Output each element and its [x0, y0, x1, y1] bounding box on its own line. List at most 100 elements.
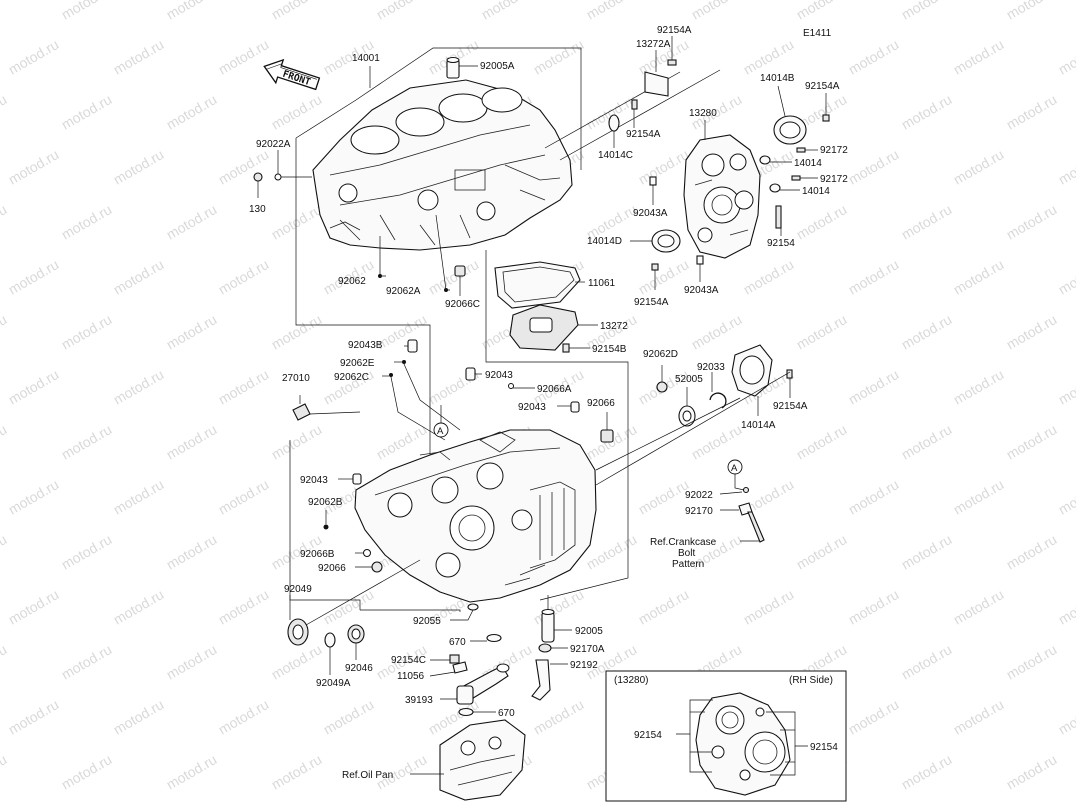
- watermark-text: motod.ru: [164, 311, 220, 352]
- watermark-text: motod.ru: [531, 36, 587, 77]
- watermark-text: motod.ru: [216, 586, 272, 627]
- watermark-text: motod.ru: [741, 256, 797, 297]
- callout-92154B: 92154B: [592, 344, 627, 355]
- watermark-text: motod.ru: [0, 91, 9, 132]
- watermark-text: motod.ru: [846, 476, 902, 517]
- callout-92049A: 92049A: [316, 678, 351, 689]
- watermark-text: motod.ru: [1056, 696, 1076, 737]
- watermark-text: motod.ru: [111, 586, 167, 627]
- watermark-text: motod.ru: [741, 36, 797, 77]
- watermark-text: motod.ru: [0, 641, 9, 682]
- callout-92062E: 92062E: [340, 358, 375, 369]
- callout-14014B: 14014B: [760, 73, 795, 84]
- breather-27010: [292, 403, 311, 421]
- callout-14014C: 14014C: [598, 150, 633, 161]
- watermark-text: motod.ru: [1004, 641, 1060, 682]
- callout-92043-b: 92043: [518, 402, 546, 413]
- watermark-text: motod.ru: [1056, 476, 1076, 517]
- watermark-text: motod.ru: [216, 696, 272, 737]
- watermark-text: motod.ru: [269, 641, 325, 682]
- callout-14014-b: 14014: [802, 186, 830, 197]
- inset-part-ref: (13280): [614, 675, 648, 686]
- callout-92066A: 92066A: [537, 384, 572, 395]
- bearing-92046: [347, 624, 365, 644]
- watermark-text: motod.ru: [899, 531, 955, 572]
- callout-13272: 13272: [600, 321, 628, 332]
- pipe-92005: [541, 609, 555, 643]
- oil-pan-ref: [439, 719, 526, 801]
- callout-27010: 27010: [282, 373, 310, 384]
- diagram-code: E1411: [803, 28, 832, 39]
- callout-92062B: 92062B: [308, 497, 343, 508]
- callout-14014-a: 14014: [794, 158, 822, 169]
- watermark-text: motod.ru: [636, 476, 692, 517]
- watermark-text: motod.ru: [846, 366, 902, 407]
- watermark-text: motod.ru: [899, 311, 955, 352]
- callout-92154A-low: 92154A: [634, 297, 669, 308]
- callout-13272A: 13272A: [636, 39, 671, 50]
- watermark-text: motod.ru: [6, 366, 62, 407]
- callout-92043-c: 92043: [300, 475, 328, 486]
- watermark-text: motod.ru: [321, 586, 377, 627]
- watermark-text: motod.ru: [689, 421, 745, 462]
- watermark-text: motod.ru: [111, 366, 167, 407]
- watermark-text: motod.ru: [216, 256, 272, 297]
- watermark-text: motod.ru: [1004, 421, 1060, 462]
- callout-11061: 11061: [588, 278, 616, 289]
- watermark-text: motod.ru: [951, 476, 1007, 517]
- gasket-11061: [494, 261, 581, 309]
- watermark-text: motod.ru: [899, 0, 955, 23]
- dowel-92005A: [446, 57, 460, 79]
- callout-92066: 92066: [587, 398, 615, 409]
- watermark-text: motod.ru: [164, 421, 220, 462]
- watermark-text: motod.ru: [899, 751, 955, 792]
- watermark-text: motod.ru: [164, 0, 220, 23]
- marker-a-left: A: [433, 422, 449, 438]
- watermark-text: motod.ru: [0, 751, 9, 792]
- watermark-text: motod.ru: [899, 641, 955, 682]
- watermark-text: motod.ru: [59, 201, 115, 242]
- watermark-text: motod.ru: [689, 311, 745, 352]
- cover-14014A: [731, 344, 773, 397]
- callout-13280: 13280: [689, 108, 717, 119]
- watermark-text: motod.ru: [584, 0, 640, 23]
- watermark-text: motod.ru: [1004, 751, 1060, 792]
- watermark-text: motod.ru: [1056, 146, 1076, 187]
- rh-cover-13280: [683, 134, 761, 259]
- watermark-text: motod.ru: [59, 751, 115, 792]
- watermark-text: motod.ru: [0, 0, 9, 23]
- watermark-text: motod.ru: [899, 421, 955, 462]
- watermark-text: motod.ru: [636, 256, 692, 297]
- watermark-text: motod.ru: [1004, 201, 1060, 242]
- watermark-text: motod.ru: [1004, 531, 1060, 572]
- inset-side: (RH Side): [789, 675, 833, 686]
- watermark-text: motod.ru: [59, 531, 115, 572]
- ref-crankcase-3: Pattern: [672, 559, 704, 570]
- oil-seal-92049: [287, 618, 309, 646]
- watermark-text: motod.ru: [111, 696, 167, 737]
- watermark-text: motod.ru: [1056, 36, 1076, 77]
- watermark-text: motod.ru: [6, 696, 62, 737]
- watermark-text: motod.ru: [1004, 311, 1060, 352]
- watermark-text: motod.ru: [846, 586, 902, 627]
- watermark-text: motod.ru: [59, 641, 115, 682]
- callout-92066C: 92066C: [445, 299, 480, 310]
- callout-92154C: 92154C: [391, 655, 426, 666]
- watermark-text: motod.ru: [321, 696, 377, 737]
- callout-92154: 92154: [767, 238, 795, 249]
- watermark-text: motod.ru: [0, 201, 9, 242]
- watermark-text: motod.ru: [951, 586, 1007, 627]
- callout-92055: 92055: [413, 616, 441, 627]
- ref-oil-pan: Ref.Oil Pan: [342, 770, 393, 781]
- watermark-text: motod.ru: [59, 421, 115, 462]
- callout-92062C: 92062C: [334, 372, 369, 383]
- watermark-text: motod.ru: [0, 311, 9, 352]
- watermark-text: motod.ru: [164, 751, 220, 792]
- watermark-text: motod.ru: [269, 91, 325, 132]
- watermark-text: motod.ru: [794, 311, 850, 352]
- watermark-text: motod.ru: [479, 0, 535, 23]
- watermark-text: motod.ru: [111, 476, 167, 517]
- watermark-text: motod.ru: [951, 36, 1007, 77]
- watermark-text: motod.ru: [59, 0, 115, 23]
